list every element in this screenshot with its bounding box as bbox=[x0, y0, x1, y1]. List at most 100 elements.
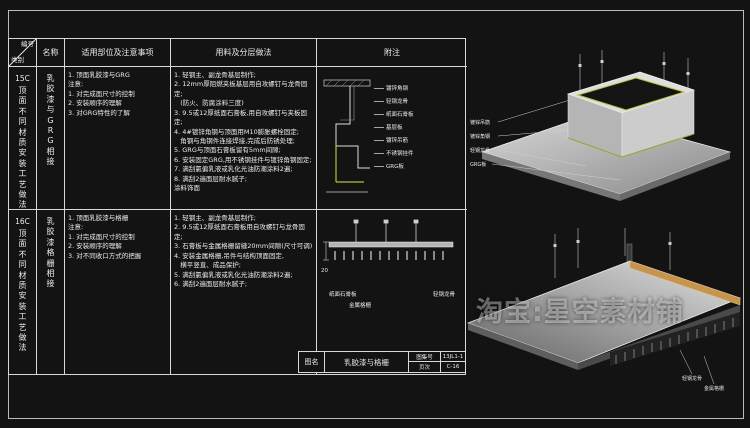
header-usage: 适用部位及注意事项 bbox=[65, 39, 171, 67]
note-label-text: 轻钢龙骨 bbox=[386, 99, 409, 105]
text-line: 3. 9.5或12厚纸面石膏板,用自攻螺钉与夹板固定; bbox=[174, 108, 307, 127]
row-name: 乳胶漆与GRG相接 bbox=[46, 74, 55, 167]
text-line: 7. 满刮氯偏乳液或乳化光油防潮涂料2遍; bbox=[174, 165, 293, 174]
text-line: 涂料饰面 bbox=[174, 184, 200, 193]
note-label: 纸面石膏板 bbox=[374, 110, 464, 118]
text-line: 2. 安装顺序的理解 bbox=[68, 99, 122, 108]
text-line: 注意: bbox=[68, 80, 84, 89]
text-line: 2. 安装顺序的理解 bbox=[68, 242, 122, 251]
text-line: 5. 满刮氯偏乳液或乳化光油防潮涂料2遍; bbox=[174, 270, 293, 279]
grg-section-sketch bbox=[323, 79, 371, 193]
header-number-label: 编号 bbox=[21, 40, 34, 48]
text-line: 5. GRG与顶面石膏板留有5mm间隙; bbox=[174, 146, 281, 155]
leader-line bbox=[374, 152, 384, 154]
label-steel-keel: 轻钢龙骨 bbox=[682, 375, 702, 382]
note-label: 镀锌吊筋 bbox=[374, 136, 464, 144]
label-metal-grille: 金属格栅 bbox=[704, 385, 724, 392]
row-category: 顶面不同材质安装工艺做法 bbox=[18, 229, 27, 353]
row-15c-number-category: 15C 顶面不同材质安装工艺做法 bbox=[9, 67, 37, 210]
leader-lines bbox=[491, 99, 621, 181]
text-line: 4. 4#镀锌角钢与顶面用M10膨胀螺栓固定; bbox=[174, 127, 299, 136]
text-line: 角钢与角钢件连接焊接,完成后防锈处理; bbox=[174, 136, 295, 145]
text-line: (防火、防腐涂料三度) bbox=[174, 99, 244, 108]
note-label-text: 镀锌角钢 bbox=[386, 86, 409, 92]
note-label-row: 纸面石膏板 轻钢龙骨 bbox=[321, 290, 463, 298]
row-number: 15C bbox=[15, 74, 30, 83]
grille-section-sketch: 20 bbox=[321, 219, 454, 274]
note-label: 轻钢龙骨 bbox=[374, 97, 464, 105]
grg-ceiling-axon-drawing: 镀锌吊筋 镀锌角钢 轻钢龙骨 GRG板 bbox=[470, 50, 732, 201]
note-label: 基层板 bbox=[374, 123, 464, 131]
page-number-value: C-16 bbox=[446, 364, 460, 370]
note-label-text: 金属格栅 bbox=[349, 303, 372, 309]
title-block-map-label: 图名 bbox=[299, 352, 325, 372]
row-16c-name: 乳胶漆格栅相接 bbox=[37, 210, 65, 374]
row-15c-materials: 1. 轻钢主、副龙骨基层制作;2. 12mm厚阻燃夹板基层用自攻螺钉与龙骨固定;… bbox=[171, 67, 317, 210]
leader-lines bbox=[679, 349, 715, 385]
text-line: 4. 安装金属格栅,吊件与结构顶面固定, bbox=[174, 251, 284, 260]
title-block-map-value: 乳胶漆与格栅 bbox=[325, 352, 409, 372]
text-line: 1. 顶面乳胶漆与格栅 bbox=[68, 214, 129, 222]
text-line: 1. 顶面乳胶漆与GRG bbox=[68, 71, 130, 79]
text-line: 1. 对完成面尺寸的控制 bbox=[68, 232, 135, 241]
text-line: 3. 对GRG特性的了解 bbox=[68, 108, 130, 117]
leader-line bbox=[374, 165, 384, 167]
dimension-20: 20 bbox=[321, 268, 328, 274]
grg-recess-box bbox=[566, 71, 696, 158]
note-label-text: 纸面石膏板 bbox=[386, 112, 414, 118]
text-line: 6. 满刮2遍面层耐水腻子; bbox=[174, 279, 248, 288]
leader-labels: 轻钢龙骨 金属格栅 bbox=[682, 375, 724, 392]
note-label-list: 镀锌角钢 轻钢龙骨 纸面石膏板 基层板 镀锌吊筋 不锈钢挂件 GRG板 bbox=[374, 84, 464, 204]
leader-line bbox=[374, 100, 384, 102]
page-number-label: 页次 bbox=[409, 362, 441, 372]
note-label-text: 基层板 bbox=[386, 125, 403, 131]
text-line: 横平竖直、成品保护; bbox=[174, 261, 241, 270]
leader-line bbox=[374, 87, 384, 89]
note-label-text: 纸面石膏板 bbox=[329, 292, 357, 298]
title-block-numbers: 图集号 13JL1-1 页次 C-16 bbox=[409, 352, 465, 372]
grille-ceiling-axon-drawing: 轻钢龙骨 金属格栅 bbox=[466, 228, 742, 392]
text-line: 3. 对不同收口方式的把握 bbox=[68, 251, 142, 260]
text-line: 6. 安装固定GRG,用不锈钢挂件与镀锌角钢固定; bbox=[174, 155, 312, 164]
note-label: 镀锌角钢 bbox=[374, 84, 464, 92]
header-category-label: 类别 bbox=[11, 55, 24, 64]
header-notes: 附注 bbox=[317, 39, 467, 67]
text-line: 1. 对完成面尺寸的控制 bbox=[68, 89, 135, 98]
row-number: 16C bbox=[15, 217, 30, 226]
row-16c-number-category: 16C 顶面不同材质安装工艺做法 bbox=[9, 210, 37, 374]
row-category: 顶面不同材质安装工艺做法 bbox=[18, 86, 27, 210]
row-15c-name: 乳胶漆与GRG相接 bbox=[37, 67, 65, 210]
leader-line bbox=[374, 126, 384, 128]
note-label-text: 不锈钢挂件 bbox=[386, 151, 414, 157]
note-label: 不锈钢挂件 bbox=[374, 149, 464, 157]
leader-line bbox=[374, 139, 384, 141]
text-line: 3. 石膏板与金属格栅留缝20mm间隙(尺寸可调) bbox=[174, 242, 313, 251]
label-grg-panel: GRG板 bbox=[470, 161, 486, 168]
header-number-category: 编号 类别 bbox=[9, 39, 37, 67]
label-angle-steel: 镀锌角钢 bbox=[470, 133, 490, 140]
text-line: 2. 12mm厚阻燃夹板基层用自攻螺钉与龙骨固定; bbox=[174, 80, 308, 98]
header-materials: 用料及分层做法 bbox=[171, 39, 317, 67]
label-steel-keel: 轻钢龙骨 bbox=[470, 147, 490, 154]
leader-labels: 镀锌吊筋 镀锌角钢 轻钢龙骨 GRG板 bbox=[470, 119, 490, 168]
row-name: 乳胶漆格栅相接 bbox=[46, 217, 55, 289]
row-16c-materials: 1. 轻钢主、副龙骨基层制作;2. 9.5或12厚纸面石膏板用自攻螺钉与龙骨固定… bbox=[171, 210, 317, 374]
text-line: 2. 9.5或12厚纸面石膏板用自攻螺钉与龙骨固定; bbox=[174, 223, 305, 241]
hanger-rods bbox=[554, 228, 671, 278]
row-16c-note: 20 纸面石膏板 轻钢龙骨 金属格栅 bbox=[317, 210, 467, 374]
row-15c-note: 镀锌角钢 轻钢龙骨 纸面石膏板 基层板 镀锌吊筋 不锈钢挂件 GRG板 bbox=[317, 67, 467, 210]
text-line: 1. 轻钢主、副龙骨基层制作; bbox=[174, 214, 256, 222]
label-hanger: 镀锌吊筋 bbox=[470, 119, 490, 126]
header-name: 名称 bbox=[37, 39, 65, 67]
text-line: 1. 轻钢主、副龙骨基层制作; bbox=[174, 71, 256, 79]
note-label-text: GRG板 bbox=[386, 164, 404, 170]
taobao-watermark: 淘宝:星空素材铺 bbox=[476, 297, 684, 328]
note-label-row: 金属格栅 bbox=[349, 301, 463, 309]
leader-line bbox=[374, 113, 384, 115]
text-line: 注意: bbox=[68, 223, 84, 232]
spec-table: 编号 类别 名称 适用部位及注意事项 用料及分层做法 附注 15C 顶面不同材质… bbox=[8, 38, 467, 375]
metal-grille bbox=[610, 312, 740, 366]
note-label: GRG板 bbox=[374, 162, 464, 170]
atlas-number-label: 图集号 bbox=[409, 352, 441, 362]
